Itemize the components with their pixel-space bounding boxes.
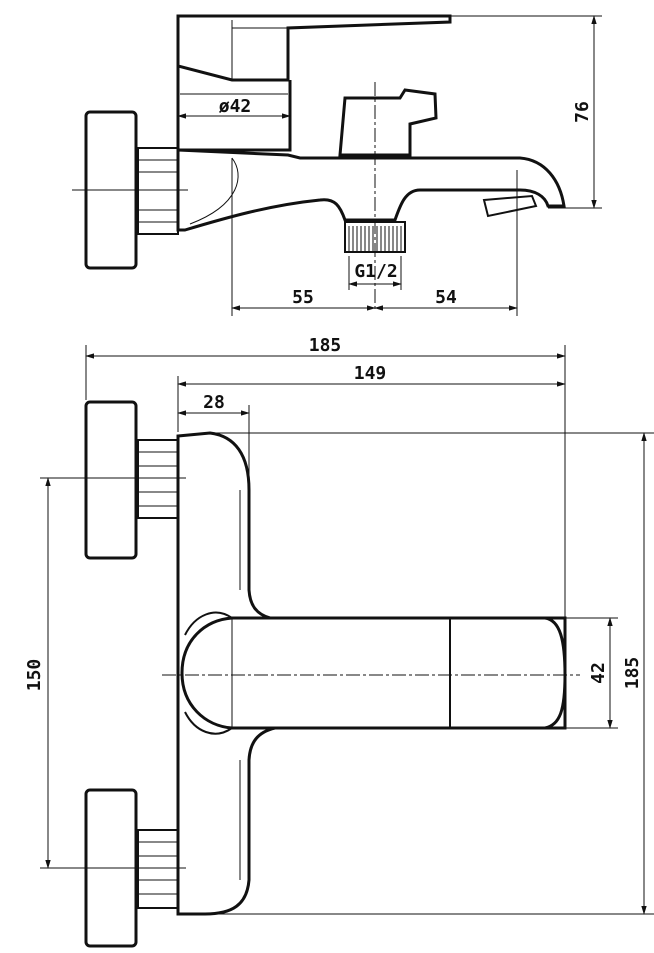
dim-thread-g12: G1/2 bbox=[354, 261, 397, 282]
dim-height-76: 76 bbox=[572, 101, 593, 123]
top-hex-nut-2 bbox=[137, 829, 179, 909]
top-wall-flange-1 bbox=[84, 400, 138, 560]
dim-left-55: 55 bbox=[292, 287, 314, 308]
side-body-spout bbox=[176, 148, 566, 232]
dim-diameter-42: ø42 bbox=[219, 96, 252, 117]
top-lever bbox=[180, 616, 567, 730]
top-body-outline bbox=[176, 431, 567, 916]
side-view: ø42 76 G1/2 55 54 bbox=[72, 14, 602, 316]
side-diverter-knob bbox=[338, 88, 438, 157]
side-aerator bbox=[482, 194, 538, 218]
top-hex-nut-1 bbox=[137, 439, 179, 519]
dim-handle-42: 42 bbox=[588, 662, 609, 684]
dim-right-54: 54 bbox=[435, 287, 457, 308]
dim-offset-28: 28 bbox=[203, 392, 225, 413]
dim-width-149: 149 bbox=[354, 363, 387, 384]
top-view: 185 149 28 bbox=[24, 335, 654, 948]
side-hex-nut bbox=[137, 147, 179, 235]
dim-centers-150: 150 bbox=[24, 659, 45, 692]
dim-overall-185: 185 bbox=[309, 335, 342, 356]
dim-depth-185: 185 bbox=[622, 657, 643, 690]
side-lever-handle bbox=[176, 14, 452, 82]
